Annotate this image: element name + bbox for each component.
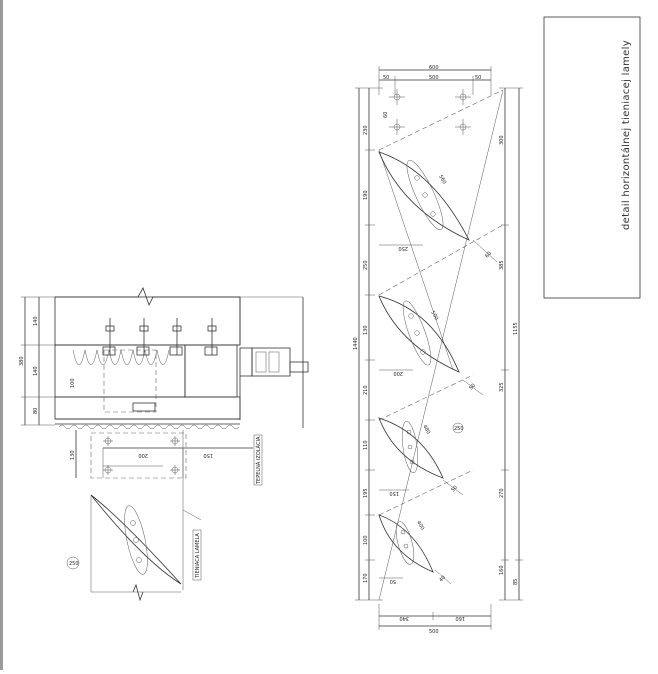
plan-bolts [103, 436, 180, 475]
dim-b-500: 500 [429, 629, 439, 635]
bottom-dims: 340 160 500 [378, 604, 492, 635]
title-text: detail horizontálnej tieniacej lamely [620, 40, 632, 230]
lamella-2: 500 200 50 [378, 295, 484, 396]
circle-250-right: 250 [454, 426, 464, 432]
dim-a-50b: 50 [450, 485, 459, 494]
dim-100: 100 [70, 378, 76, 388]
dim-r-1155: 1155 [513, 322, 519, 335]
dim-l-130: 130 [363, 325, 369, 335]
dim-h-200: 200 [393, 370, 403, 376]
window-profile [239, 296, 309, 428]
dim-150: 150 [203, 452, 213, 458]
top-dims: 600 50 500 50 60 [378, 65, 492, 135]
dim-r-300: 300 [499, 135, 505, 145]
dim-r-160: 160 [499, 565, 505, 575]
dim-top-500: 500 [429, 75, 439, 81]
circle-250: 250 [69, 561, 79, 567]
dim-h-250: 250 [398, 245, 408, 251]
dim-side-60: 60 [383, 112, 389, 118]
left-segments: 230 190 250 130 210 110 195 100 170 [363, 125, 375, 583]
dim-h-150: 150 [389, 490, 399, 496]
right-vertical-dims: 300 385 325 270 160 1155 85 [499, 87, 523, 601]
dim-l-210: 210 [363, 385, 369, 395]
dim-b-160: 160 [455, 615, 465, 621]
dim-140b: 140 [33, 366, 39, 376]
dim-top-50a: 50 [383, 75, 389, 81]
dim-r-325: 325 [499, 382, 505, 392]
dim-top-600: 600 [429, 65, 439, 71]
title-block: detail horizontálnej tieniacej lamely [543, 16, 641, 299]
dim-80: 80 [33, 408, 39, 414]
dim-l-170: 170 [363, 573, 369, 583]
dim-l-100: 100 [363, 535, 369, 545]
dim-380: 380 [19, 356, 25, 366]
dim-l-190: 190 [363, 190, 369, 200]
anchor-bolts [102, 318, 218, 356]
profile-label: TEPELNÁ IZOLÁCIA [255, 436, 262, 485]
dim-a-50a: 50 [468, 383, 477, 392]
dim-d-560: 560 [437, 174, 447, 185]
lamella-4: 400 50 40 [378, 514, 452, 585]
lamella-1: 560 250 60 [378, 151, 498, 263]
dim-a-40: 40 [438, 575, 447, 584]
dim-l-230: 230 [363, 125, 369, 135]
lamella-stack: 1440 230 190 250 130 210 110 195 100 170 [353, 65, 523, 635]
dim-d-480: 480 [421, 424, 431, 435]
dim-r-85: 85 [513, 579, 519, 585]
technical-drawing: detail horizontálnej tieniacej lamely [19, 16, 641, 635]
lamella-3: 480 150 50 250 [378, 417, 464, 496]
wall-section: 380 140 140 80 100 130 200 150 TEPELNÁ I… [19, 287, 309, 486]
lamella-left: 250 TIENIACA LAMELA [66, 430, 202, 602]
dim-l-195: 195 [363, 488, 369, 498]
dim-r-385: 385 [499, 260, 505, 270]
dim-200: 200 [138, 452, 148, 458]
dim-top-50b: 50 [475, 75, 481, 81]
lamella-label: TIENIACA LAMELA [195, 533, 201, 579]
dim-l-110: 110 [363, 440, 369, 450]
dim-l-250: 250 [363, 260, 369, 270]
dim-d-500: 500 [429, 310, 439, 321]
dim-1440: 1440 [353, 337, 359, 350]
dim-r-270: 270 [499, 488, 505, 498]
dim-140: 140 [33, 316, 39, 326]
dim-b-340: 340 [399, 615, 409, 621]
dim-h-50: 50 [390, 578, 396, 584]
dim-d-400: 400 [415, 520, 425, 531]
dim-a-60: 60 [484, 251, 493, 260]
dim-130: 130 [70, 450, 76, 460]
left-vertical-dims: 380 140 140 80 100 130 [19, 296, 77, 478]
